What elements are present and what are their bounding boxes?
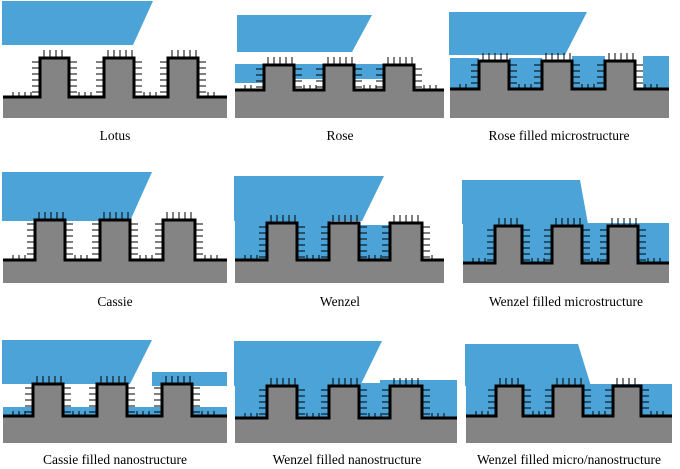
panel-rose: Rose <box>232 0 447 155</box>
wenzel-filled-nanostructure-diagram <box>234 341 457 443</box>
substrate <box>3 384 227 443</box>
panel-caption: Wenzel filled microstructure <box>488 294 644 309</box>
water-fill <box>450 58 479 89</box>
surface-outline <box>3 218 227 262</box>
water-fill <box>63 407 97 416</box>
panel-wenzel-filled-nanostructure: Wenzel filled nanostructure <box>232 336 460 469</box>
panel-caption: Rose filled microstructure <box>488 128 630 143</box>
water-fill <box>235 64 264 83</box>
panel-cassie-filled-nanostructure: Cassie filled nanostructure <box>0 336 230 469</box>
panel-wenzel-filled-micro-nanostructure: Wenzel filled micro/nanostructure <box>463 336 675 469</box>
water-droplet <box>449 12 587 55</box>
wenzel-diagram <box>234 176 444 283</box>
panel-wenzel: Wenzel <box>232 168 447 318</box>
substrate <box>3 220 227 283</box>
water-fill <box>643 56 669 89</box>
water-droplet <box>2 340 152 384</box>
surface-outline <box>3 56 227 99</box>
panel-caption: Cassie filled nanostructure <box>43 452 187 467</box>
surface-outline <box>450 59 669 91</box>
water-fill <box>582 58 605 89</box>
panel-lotus: Lotus <box>0 0 230 155</box>
water-droplet <box>2 1 153 45</box>
substrate <box>466 386 672 443</box>
surface-outline <box>235 63 444 92</box>
water-fill <box>192 407 227 416</box>
substrate <box>450 61 669 118</box>
panel-cassie: Cassie <box>0 168 230 318</box>
substrate <box>3 58 227 118</box>
panel-wenzel-filled-microstructure: Wenzel filled microstructure <box>460 168 672 318</box>
water-droplet <box>234 341 382 386</box>
surface-outline <box>235 221 444 262</box>
water-droplet <box>462 180 588 224</box>
wenzel-filled-microstructure-diagram <box>462 180 669 283</box>
water-fill <box>127 407 162 416</box>
substrate <box>463 226 669 283</box>
water-fill <box>294 64 324 79</box>
substrate <box>235 386 457 443</box>
wenzel-filled-micro-nanostructure-diagram <box>465 344 672 443</box>
cassie-filled-nanostructure-diagram <box>2 340 227 443</box>
panel-caption: Rose <box>326 128 354 143</box>
water-fill <box>354 64 384 79</box>
rose-diagram <box>235 15 444 118</box>
lotus-diagram <box>2 1 227 118</box>
panel-caption: Cassie <box>97 294 133 309</box>
panel-caption: Wenzel filled micro/nanostructure <box>476 452 662 467</box>
rose-filled-microstructure-diagram <box>449 12 669 118</box>
cassie-diagram <box>2 172 227 283</box>
panel-caption: Wenzel filled nanostructure <box>272 452 422 467</box>
substrate <box>235 65 444 118</box>
panel-caption: Wenzel <box>319 294 361 309</box>
water-fill <box>509 58 542 89</box>
water-droplet <box>234 176 384 221</box>
water-droplet <box>2 172 152 221</box>
surface-outline <box>3 382 227 418</box>
surface-outline <box>235 384 457 420</box>
panel-caption: Lotus <box>99 128 131 143</box>
panel-rose-filled-microstructure: Rose filled microstructure <box>447 0 672 155</box>
substrate <box>235 223 444 283</box>
water-droplet <box>465 344 591 386</box>
water-fill <box>359 225 390 260</box>
water-droplet <box>237 15 372 52</box>
